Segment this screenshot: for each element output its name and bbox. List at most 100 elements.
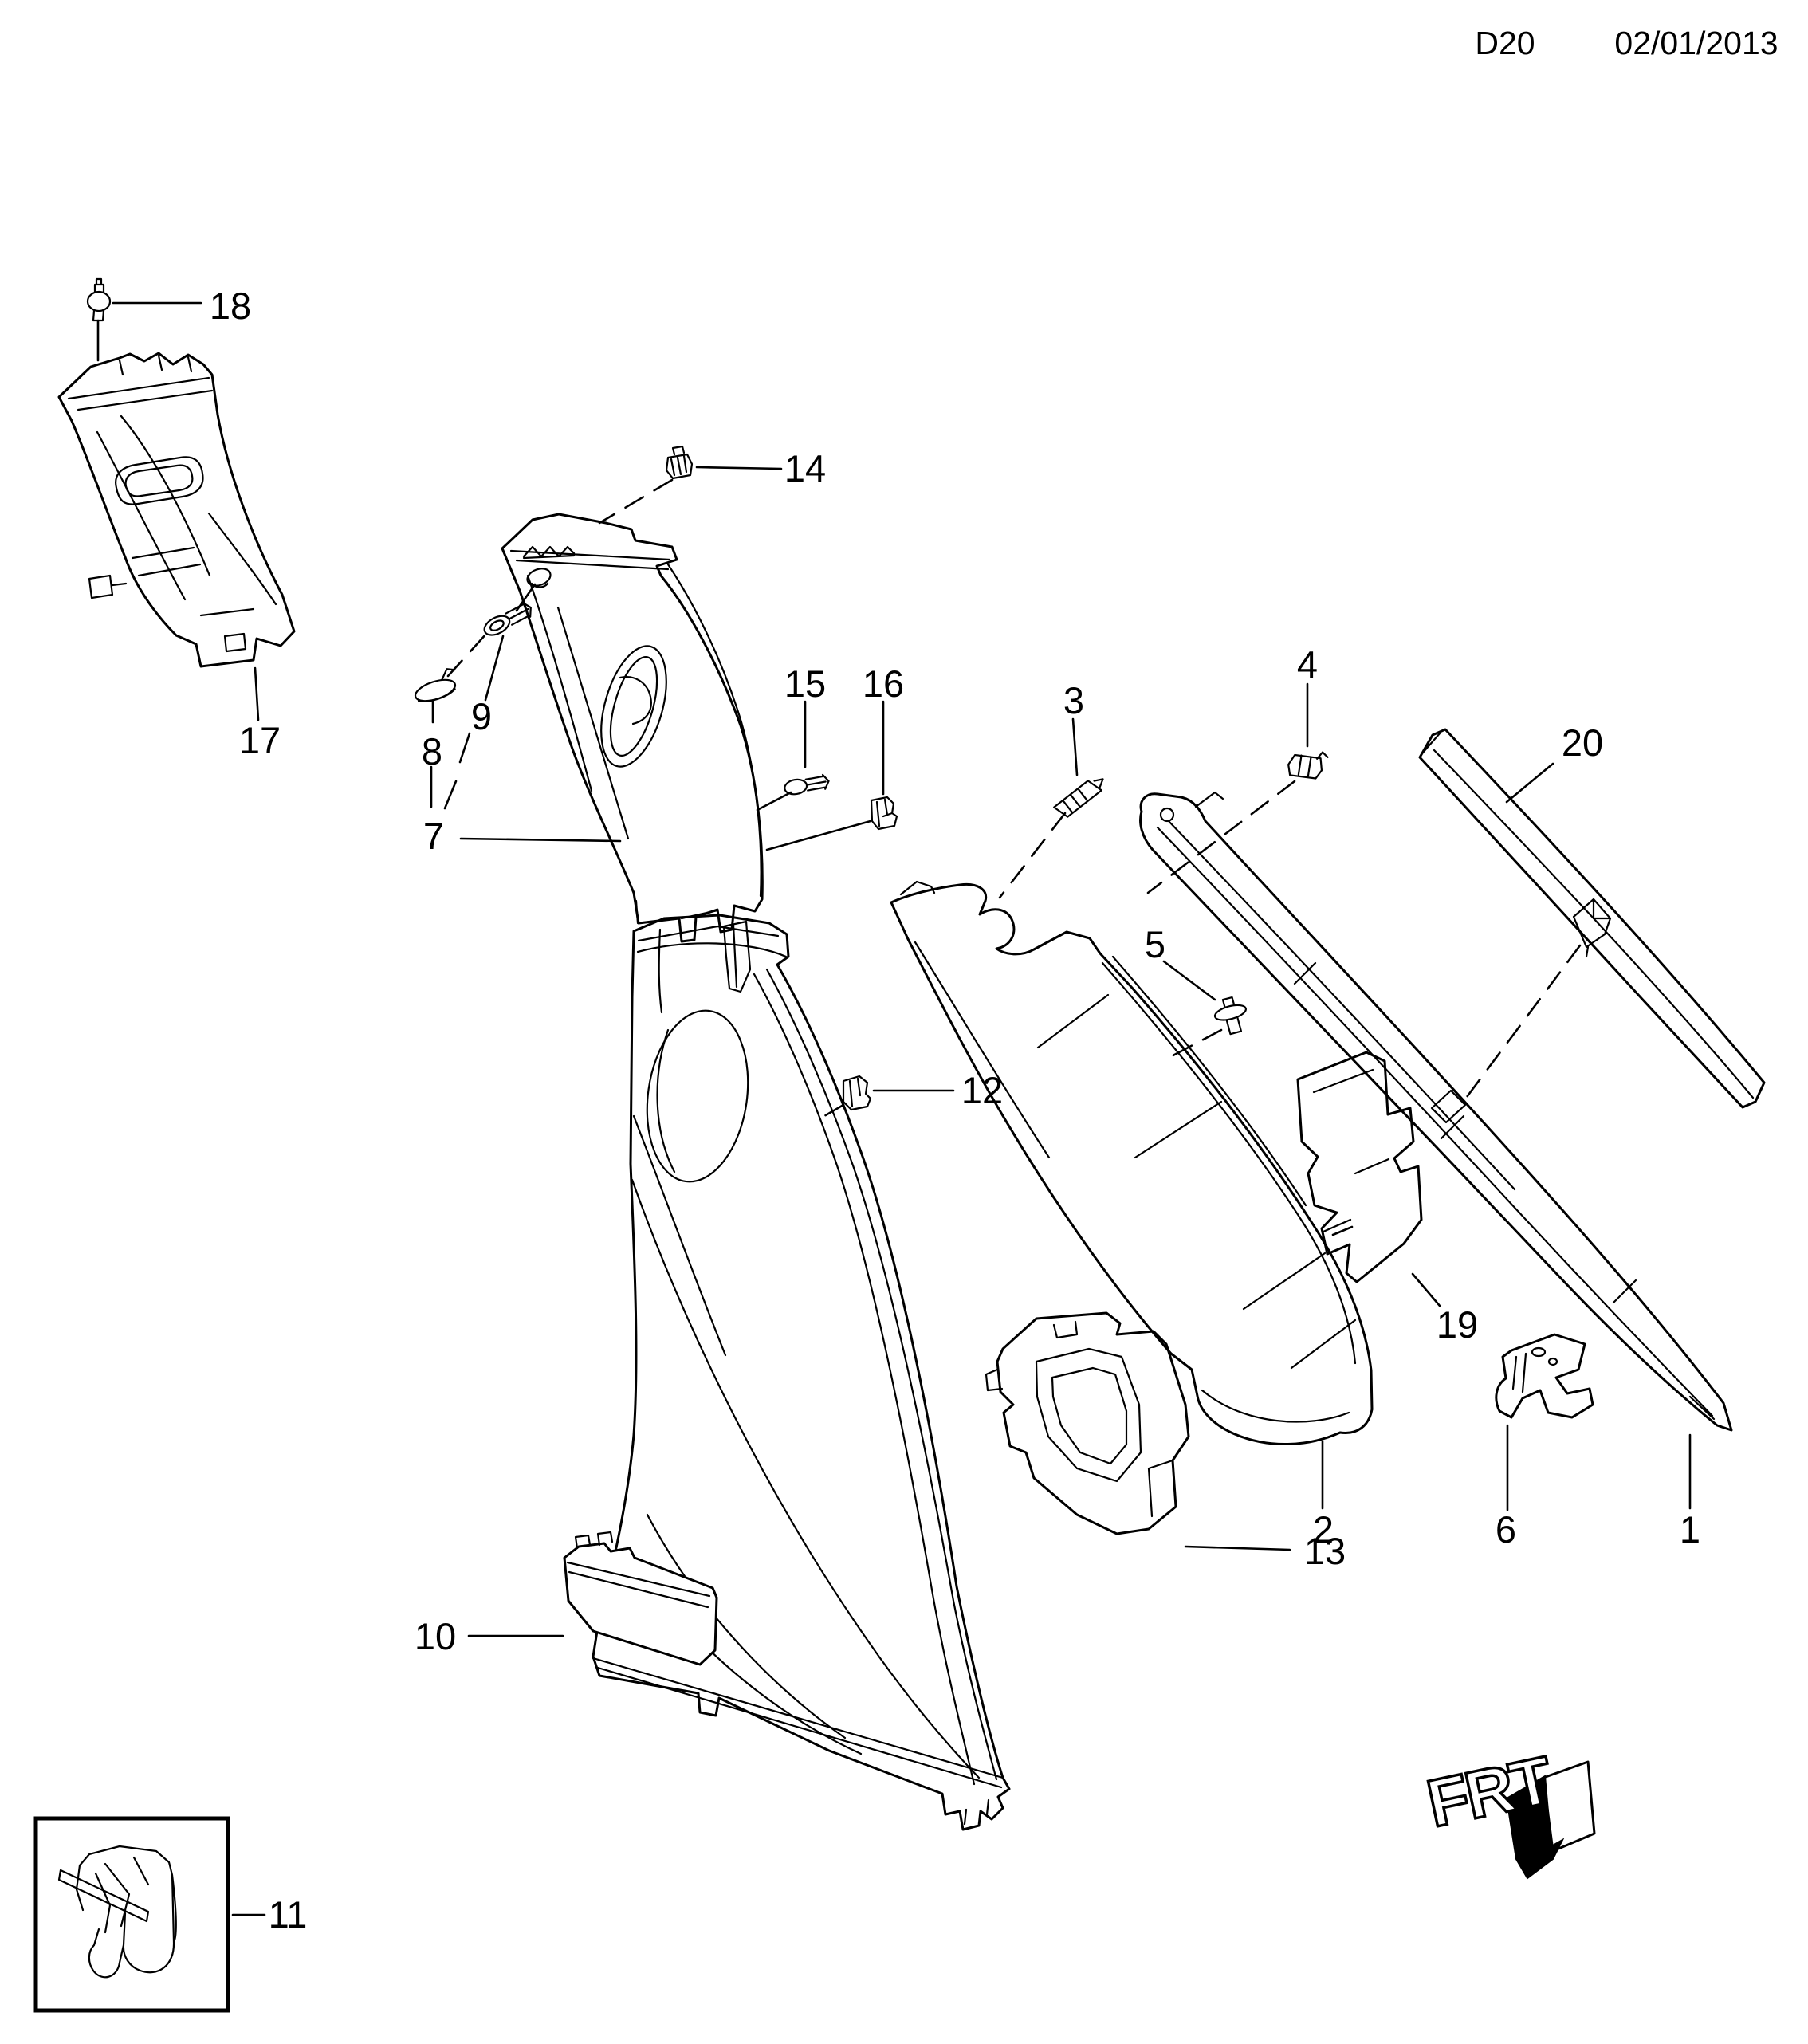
screw-9-head-inner	[489, 619, 505, 631]
part-11-clip-arms	[94, 1856, 150, 1934]
leader-15	[756, 700, 807, 812]
part-10-right-band	[753, 968, 998, 1786]
part-11-box	[33, 1816, 230, 2013]
callout-14-label: 14	[784, 447, 826, 489]
part-2-ridges	[914, 941, 1357, 1365]
callout-17-label: 17	[239, 719, 281, 761]
leader-3	[1071, 717, 1079, 776]
callout-19-label: 19	[1437, 1303, 1478, 1346]
part-2-outline	[890, 882, 1374, 1445]
part-7-handle-grip	[619, 676, 652, 725]
part-17-bottom-bracket	[88, 574, 255, 653]
callout-13-label: 13	[1304, 1530, 1346, 1572]
leader-5	[1162, 960, 1216, 1001]
leader-16	[765, 700, 885, 851]
clip-4-body	[1287, 751, 1329, 780]
leader-9	[484, 583, 537, 702]
part-1-top-detail	[1159, 807, 1175, 823]
part-20-notch	[1572, 898, 1612, 958]
callout-4-label: 4	[1297, 643, 1318, 686]
clip-12-drawing	[842, 1075, 872, 1111]
clip-3-body	[1053, 778, 1104, 818]
part-17-surface-lines	[96, 415, 277, 606]
dashed-5	[1165, 1028, 1223, 1060]
part-10-collar-lines	[636, 925, 788, 1014]
callout-6-label: 6	[1496, 1508, 1516, 1551]
part-6-outline	[1495, 1333, 1594, 1419]
dashed-14	[598, 478, 674, 525]
clip-14-drawing	[665, 445, 694, 480]
part-7-hanging-tab	[722, 920, 752, 993]
callout-2-label: 2	[1313, 1508, 1334, 1551]
callout-1-label: 1	[1680, 1508, 1700, 1551]
part-13-pocket	[1035, 1347, 1142, 1483]
part-19-drawing	[1296, 1051, 1423, 1283]
part-11-clip-bar	[57, 1869, 150, 1923]
part-19-outline	[1296, 1051, 1423, 1283]
part-1-tab	[1430, 1089, 1467, 1124]
clip-16-body	[870, 796, 898, 831]
part-11-clip-body	[75, 1845, 177, 1979]
callout-11-label: 11	[269, 1893, 308, 1936]
part-6-ribs	[1511, 1352, 1527, 1393]
part-20-outline	[1418, 728, 1766, 1109]
part-2-foot-curve	[899, 880, 1350, 1423]
page-date: 02/01/2013	[1614, 25, 1778, 61]
clip-14-body	[665, 445, 694, 480]
part-1-ticks	[1194, 791, 1637, 1304]
leader-7	[459, 837, 622, 843]
part-7-top-band	[509, 545, 671, 571]
plug-8-stem	[417, 668, 456, 702]
part-17-drawing	[57, 352, 296, 668]
part-19-inner-lines	[1312, 1068, 1390, 1233]
screw-9-head	[483, 615, 511, 636]
part-6-hole-2	[1547, 1357, 1558, 1366]
part-13-outline	[996, 1311, 1190, 1535]
dashed-8-to-9	[446, 632, 488, 678]
part-7-handle-outer	[600, 645, 667, 768]
dashed-12	[823, 1103, 845, 1118]
dashed-3	[998, 812, 1067, 899]
callout-8-label: 8	[422, 730, 442, 772]
part-13-drawing	[985, 1311, 1190, 1535]
screw-15-drawing	[784, 773, 830, 796]
callout-10-label: 10	[415, 1615, 456, 1657]
clip-4-drawing	[1287, 751, 1329, 780]
page-code: D20	[1475, 25, 1535, 61]
part-10-outline	[592, 914, 1011, 1831]
part-10-sill-lines	[592, 1657, 1004, 1826]
screw-9-threads	[505, 601, 532, 626]
callout-20-label: 20	[1562, 721, 1603, 764]
part-10-drawing	[563, 914, 1011, 1831]
part-17-fold-lines	[67, 354, 214, 411]
part-7-drawing	[501, 513, 764, 993]
part-19-dash-mark	[1331, 1221, 1363, 1236]
leader-13	[1184, 1545, 1291, 1551]
plug-8-drawing	[414, 668, 457, 702]
part-20-drawing	[1418, 728, 1766, 1109]
leader-8	[430, 700, 471, 810]
frt-arrow-icon	[1505, 1775, 1565, 1880]
leader-19	[1411, 1272, 1441, 1307]
part-1-outline	[1139, 792, 1733, 1432]
part-7-outline	[501, 513, 764, 943]
part-7-surface-lines	[526, 563, 762, 925]
part-17-outline	[57, 352, 296, 668]
part-6-drawing	[1495, 1333, 1594, 1419]
part-10-ledge-lines	[566, 1531, 711, 1609]
frt-indicator: FRT	[1419, 1740, 1596, 1880]
part-7-grommet-arc	[530, 582, 549, 588]
clip-18-drawing	[86, 277, 112, 322]
screw-15-threads	[804, 773, 830, 792]
part-2-creases	[1036, 993, 1357, 1370]
callout-3-label: 3	[1063, 679, 1084, 721]
leader-14	[695, 466, 783, 470]
part-2-drawing	[890, 880, 1374, 1445]
callout-15-label: 15	[784, 662, 826, 705]
callout-9-label: 9	[471, 695, 492, 737]
part-1-drawing	[1139, 791, 1733, 1432]
part-7-grommet	[526, 568, 552, 587]
part-10-cutout-inner-arc	[656, 1028, 676, 1173]
